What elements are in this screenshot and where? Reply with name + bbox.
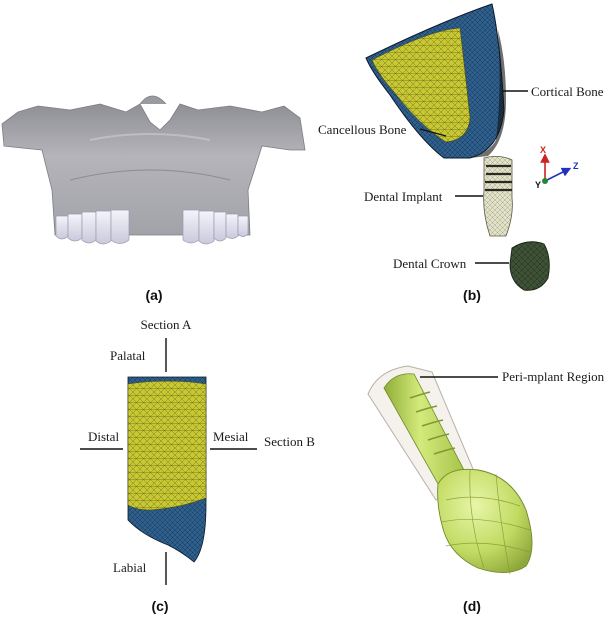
panel-d: Peri-mplant Region (d)	[367, 365, 605, 614]
label-palatal: Palatal	[110, 348, 146, 363]
cancellous-bone-region	[371, 27, 471, 143]
panel-c-tag: (c)	[151, 598, 168, 614]
panel-b: X Z Y Cortical Bone Cancellous Bone Dent…	[318, 3, 604, 303]
axis-z-label: Z	[573, 161, 579, 171]
bone-section-model	[365, 3, 506, 159]
implant-crown-model	[367, 365, 533, 575]
cancellous-leader	[419, 128, 447, 137]
panel-c: Section A Palatal Distal Mesial Section …	[80, 317, 315, 614]
maxilla-model	[1, 95, 306, 245]
label-peri-implant-region: Peri-mplant Region	[502, 369, 605, 384]
panel-d-tag: (d)	[463, 598, 481, 614]
dental-implant-model	[483, 156, 513, 237]
panel-a: (a)	[1, 95, 306, 303]
label-labial: Labial	[113, 560, 147, 575]
label-cancellous-bone: Cancellous Bone	[318, 122, 407, 137]
label-distal: Distal	[88, 429, 119, 444]
label-dental-crown: Dental Crown	[393, 256, 467, 271]
axis-triad: X Z Y	[535, 145, 579, 190]
cross-section-model	[127, 376, 207, 563]
label-dental-implant: Dental Implant	[364, 189, 443, 204]
label-section-a: Section A	[141, 317, 193, 332]
teeth	[55, 209, 249, 245]
dental-crown-model	[509, 241, 550, 291]
label-cortical-bone: Cortical Bone	[531, 84, 604, 99]
panel-b-tag: (b)	[463, 287, 481, 303]
label-section-b: Section B	[264, 434, 315, 449]
axis-y-label: Y	[535, 180, 541, 190]
panel-a-tag: (a)	[145, 287, 162, 303]
cross-section-cancellous	[127, 380, 207, 511]
label-mesial: Mesial	[213, 429, 249, 444]
axis-x-label: X	[540, 145, 546, 155]
